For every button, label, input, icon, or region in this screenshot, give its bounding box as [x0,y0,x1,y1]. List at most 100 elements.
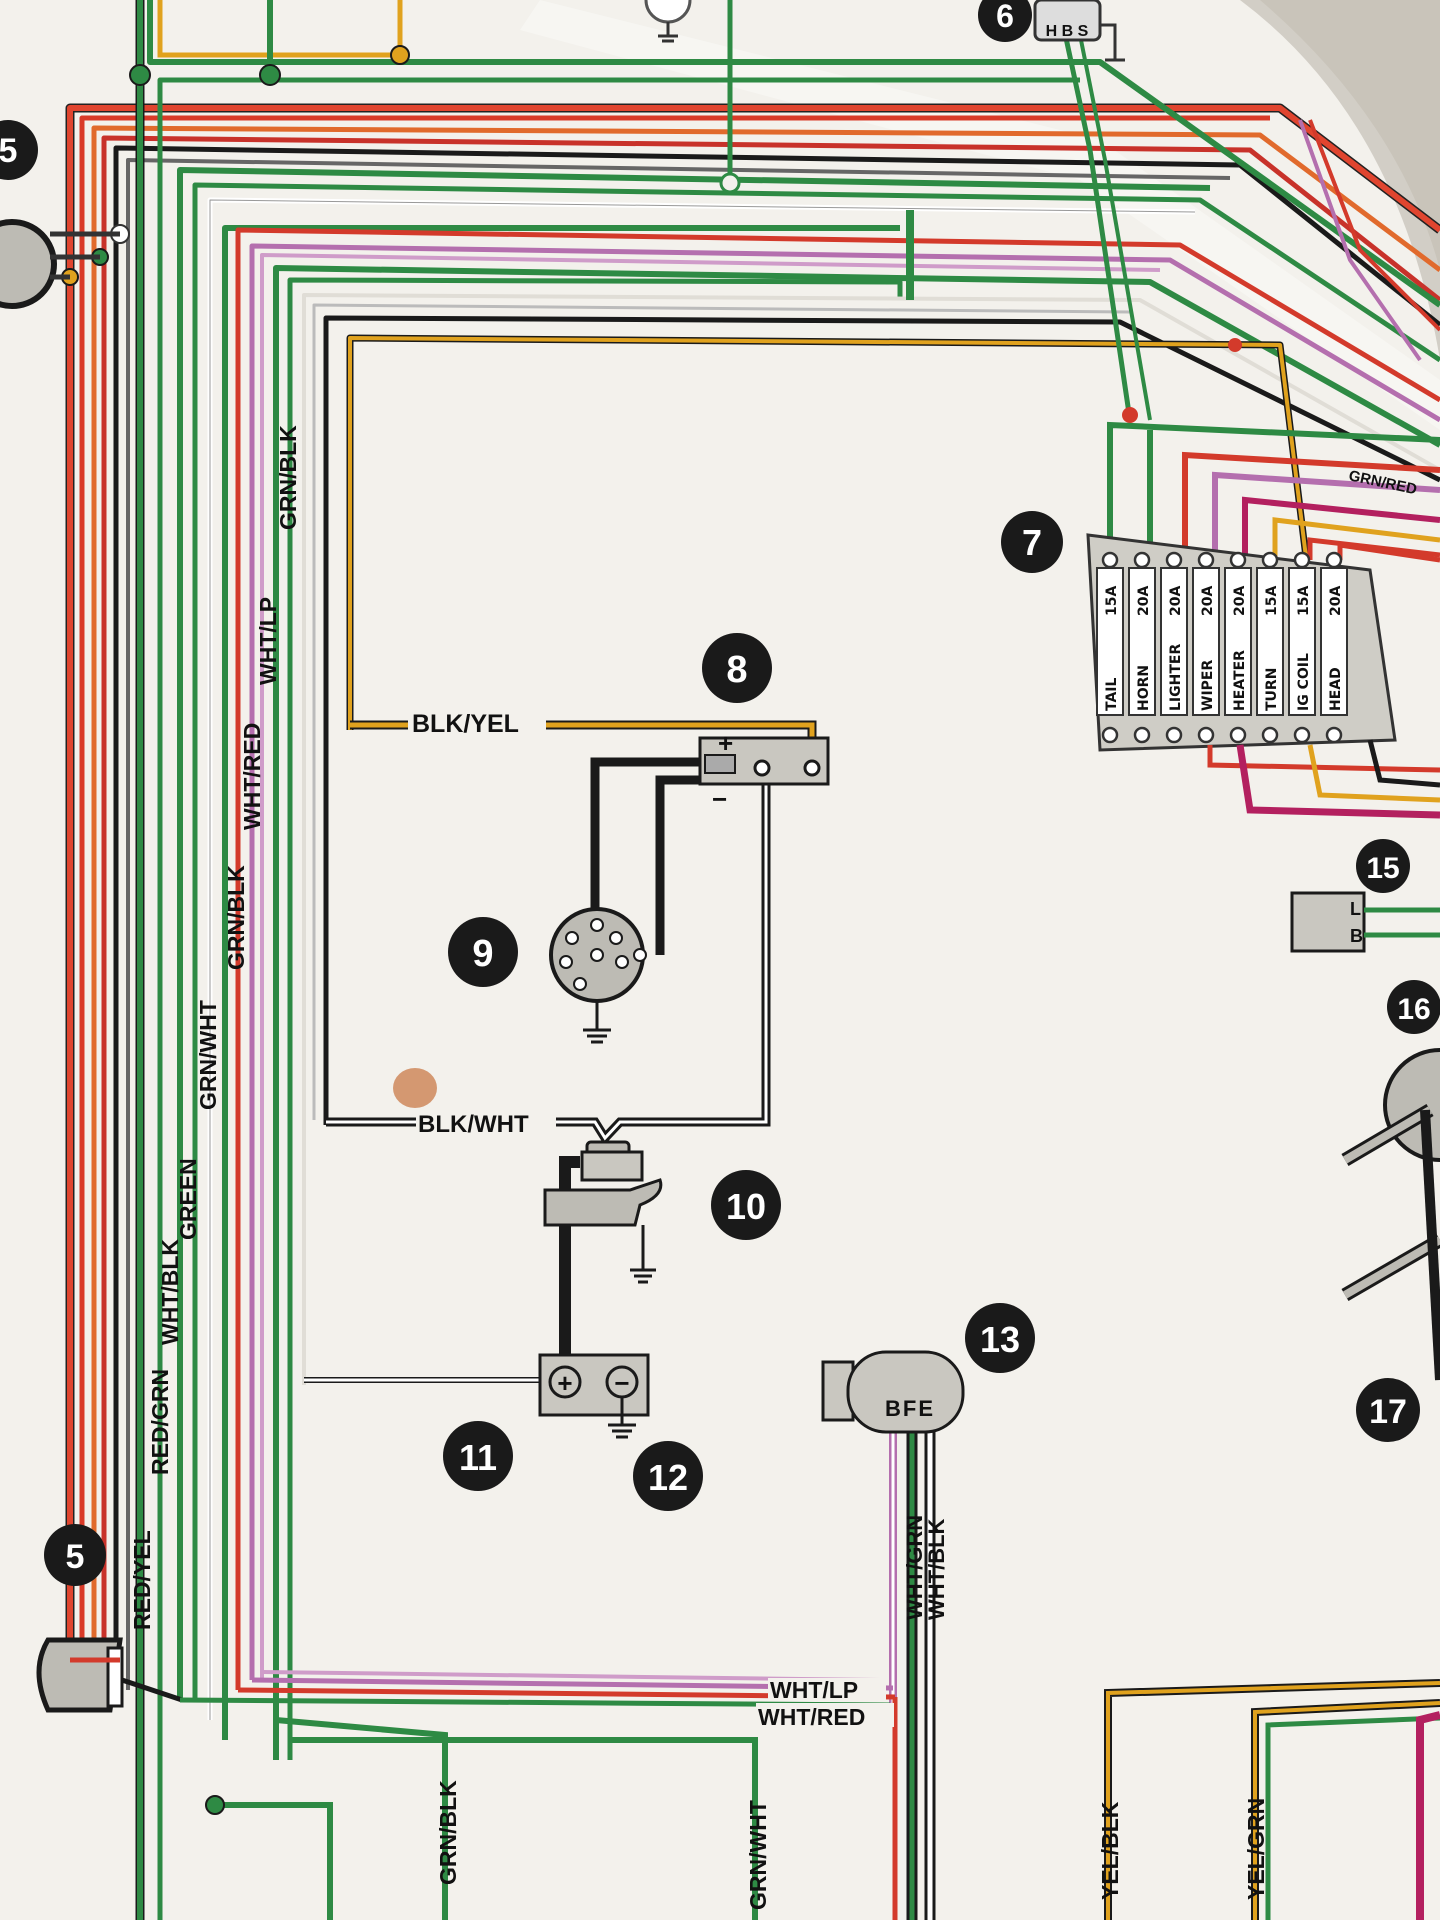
stain [393,1068,437,1108]
connector-15: L B [1290,891,1440,953]
fuse-cell [1288,567,1316,716]
label-yel-blk: YEL/BLK [1097,1801,1123,1900]
fuse-terminal-top [1197,551,1215,569]
fuse-terminal-bottom [1325,726,1343,744]
fuse-box-7: 15ATAIL20AHORN20ALIGHTER20AWIPER20AHEATE… [1086,421,1440,819]
fuse-terminal-bottom [1197,726,1215,744]
switch-13-terminals: BFE [885,1396,935,1421]
label-blk-wht: BLK/WHT [418,1111,529,1138]
label-wht-red-bottom: WHT/RED [758,1704,865,1730]
label-grn-wht-bottom: GRN/WHT [745,1800,771,1910]
label-wht-blk-right: WHT/BLK [924,1518,949,1620]
fuse-terminal-top [1133,551,1151,569]
svg-text:17: 17 [1369,1393,1407,1431]
svg-text:13: 13 [980,1319,1020,1360]
fuse-cell [1256,567,1284,716]
fuse-rating: 20A [1168,586,1184,616]
label-wht-lp-left: WHT/LP [255,597,281,685]
wire-labels: BLK/YEL BLK/WHT GRN/BLK WHT/LP WHT/RED G… [129,425,1419,1910]
headlight-5 [36,1637,124,1713]
battery-plus-label: + [557,1368,572,1398]
fuse-ig-coil: 15A IG COIL [1288,551,1316,744]
hbs-label: H B S [1046,23,1089,40]
label-grn-wht-left: GRN/WHT [195,1000,221,1110]
fuse-terminal-top [1261,551,1279,569]
fuse-heater: 20A HEATER [1224,551,1252,744]
fuse-rating: 15A [1264,586,1280,616]
fuse-cell [1320,567,1348,716]
fuse-turn: 15A TURN [1256,551,1284,744]
fuse-terminal-bottom [1293,726,1311,744]
fuse-name: HEAD [1328,667,1344,711]
connector-15-b: B [1350,926,1363,946]
fuse-cell [1192,567,1220,716]
svg-text:15: 15 [1366,852,1399,885]
svg-text:7: 7 [1022,522,1042,563]
callout-10: 10 [711,1170,781,1240]
svg-text:16: 16 [1397,993,1430,1026]
coil-plus-label: + [718,728,733,758]
svg-text:11: 11 [459,1437,497,1478]
fuse-name: IG COIL [1296,653,1312,711]
fuse-name: LIGHTER [1168,644,1184,711]
coil-minus-label: − [712,784,727,814]
callout-17: 17 [1356,1378,1420,1442]
distributor-9 [549,907,647,1044]
fuse-name: HORN [1136,665,1152,711]
fuse-terminal-top [1325,551,1343,569]
battery-11: + − [538,1353,650,1439]
callout-6: 6 [978,0,1032,42]
connector-15-l: L [1350,899,1361,919]
fuse-rating: 20A [1232,586,1248,616]
fuse-terminal-bottom [1261,726,1279,744]
callout-12: 12 [633,1441,703,1511]
fuse-rating: 20A [1200,586,1216,616]
svg-text:12: 12 [648,1457,688,1498]
label-wht-lp-bottom: WHT/LP [770,1677,858,1703]
fuse-head: 20A HEAD [1320,551,1348,744]
callout-15: 15 [1356,839,1410,893]
wiper-16 [1341,1048,1440,1381]
label-wht-grn: WHT/GRN [902,1515,927,1620]
callout-16: 16 [1387,980,1440,1034]
label-yel-grn: YEL/GRN [1243,1798,1269,1900]
svg-text:5: 5 [0,132,17,170]
callouts: 5 6 7 8 9 10 11 12 13 15 16 17 5 [0,0,1440,1586]
label-grn-blk-mid: GRN/BLK [223,865,249,970]
fuse-wiper: 20A WIPER [1192,551,1220,744]
fuse-terminal-top [1293,551,1311,569]
fuse-name: WIPER [1200,660,1216,711]
callout-11: 11 [443,1421,513,1491]
fuse-rating: 15A [1296,586,1312,616]
label-grn-blk-bottom: GRN/BLK [435,1780,461,1885]
callout-5-top: 5 [0,120,38,180]
label-grn-blk-left: GRN/BLK [275,425,301,530]
battery-minus-label: − [614,1368,629,1398]
fuse-cell [1128,567,1156,716]
starter-10 [543,1140,663,1284]
fuse-terminal-top [1101,551,1119,569]
fuse-rating: 20A [1328,586,1344,616]
svg-text:8: 8 [726,649,747,691]
svg-text:9: 9 [472,933,493,975]
fuse-name: HEATER [1232,650,1248,711]
callout-5-bottom: 5 [44,1524,106,1586]
label-green: GREEN [175,1158,201,1240]
fuse-rating: 15A [1104,586,1120,616]
top-drops [157,0,1440,421]
fuse-terminal-bottom [1101,726,1119,744]
svg-text:10: 10 [726,1186,766,1227]
fuse-lighter: 20A LIGHTER [1160,551,1188,744]
fuse-name: TURN [1264,668,1280,711]
ignition-coil-8: + − [698,728,830,814]
label-red-yel: RED/YEL [129,1530,155,1630]
callout-13: 13 [965,1303,1035,1373]
fuse-terminal-bottom [1165,726,1183,744]
fuse-terminal-top [1165,551,1183,569]
callout-7: 7 [1001,511,1063,573]
fuse-terminal-top [1229,551,1247,569]
